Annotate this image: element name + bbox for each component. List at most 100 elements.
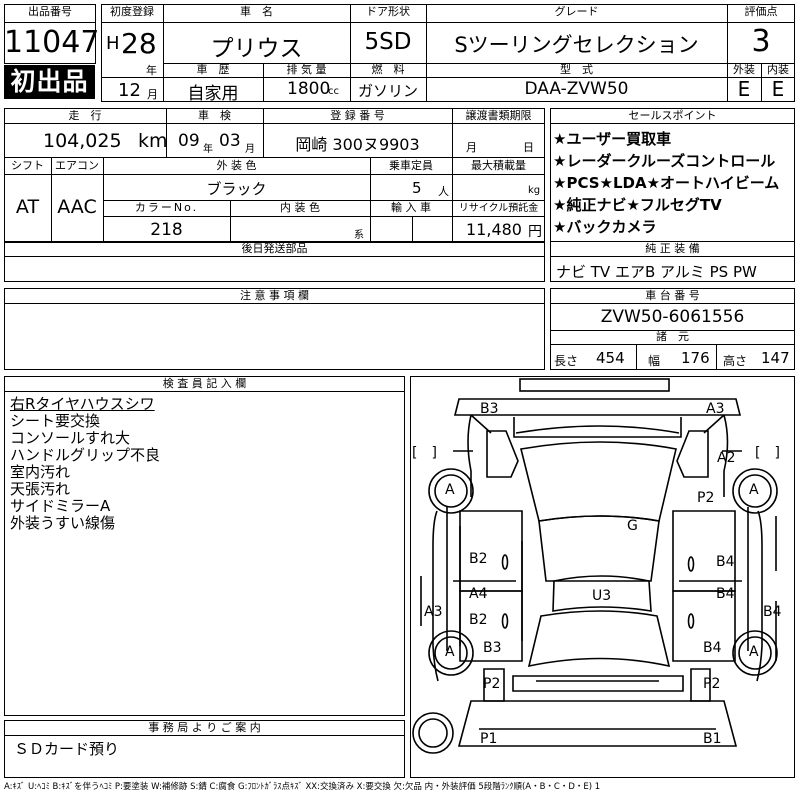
mileage-label: 走 行 — [68, 109, 102, 122]
remark-line: シート要交換 — [10, 412, 101, 430]
office-message: ＳＤカード預り — [14, 740, 120, 758]
header-grid — [101, 4, 795, 102]
dimensions-label: 諸 元 — [656, 330, 689, 343]
mark-a3-front-right: A3 — [706, 401, 725, 417]
notes-label: 注 意 事 項 欄 — [240, 289, 309, 302]
chassis-box — [550, 288, 795, 370]
mark-b3-front-left: B3 — [480, 401, 499, 417]
width-label: 幅 — [648, 354, 661, 368]
plate-label: 登 録 番 号 — [330, 109, 385, 122]
equipment-label: 純 正 装 備 — [645, 242, 700, 255]
inspector-remarks: 右Rタイヤハウスシワ シート要交換 コンソールすれ大 ハンドルグリップ不良 室内… — [10, 396, 160, 532]
displacement-label: 排 気 量 — [286, 63, 327, 76]
mark-b4-side-right: B4 — [763, 604, 782, 620]
mark-b3-rear-left: B3 — [483, 640, 502, 656]
mark-p1: P1 — [480, 731, 498, 747]
exterior-color: ブラック — [206, 180, 267, 198]
load-label: 最大積載量 — [471, 159, 526, 172]
sales-point: ★レーダークルーズコントロール — [553, 152, 776, 170]
reg-month-unit: 月 — [147, 88, 158, 101]
first-listing-badge: 初出品 — [4, 65, 95, 99]
mileage: 104,025 — [43, 130, 122, 152]
equipment-list: ナビ TV エアB アルミ PS PW — [556, 263, 757, 281]
capacity-unit: 人 — [438, 185, 449, 198]
transfer-label: 譲渡書類期限 — [465, 109, 532, 122]
interior-label: 内装 — [767, 63, 789, 76]
inspection-year-unit: 年 — [203, 144, 213, 155]
mark-u3-roof: U3 — [592, 588, 612, 604]
office-label: 事 務 局 よ り ご 案 内 — [148, 721, 261, 734]
sales-points: ★ユーザー買取車 ★レーダークルーズコントロール ★PCS★LDA★オートハイビ… — [553, 128, 793, 238]
ac-label: エアコン — [55, 159, 99, 172]
reg-year-unit: 年 — [146, 64, 157, 77]
displacement: 1800 — [287, 79, 331, 99]
remark-line: 天張汚れ — [10, 480, 71, 498]
office-box — [4, 720, 405, 778]
exterior-label: 外装 — [733, 63, 755, 76]
mark-b2-front-door: B2 — [469, 551, 488, 567]
recycle-fee: 11,480 — [466, 220, 522, 239]
bracket-right: [ ] — [755, 445, 780, 461]
car-history: 自家用 — [187, 84, 239, 104]
height-label: 高さ — [723, 354, 748, 368]
transfer-month: 月 — [466, 141, 477, 154]
grade-label: グレード — [554, 5, 599, 18]
mark-b4-rear-door-right: B4 — [716, 586, 735, 602]
import-label: 輸 入 車 — [391, 201, 431, 214]
model-code: DAA-ZVW50 — [524, 79, 629, 99]
inspector-box — [4, 376, 405, 716]
mark-p2-front-right: P2 — [697, 490, 715, 506]
sales-point: ★純正ナビ★フルセグTV — [553, 196, 722, 214]
remark-line: サイドミラーA — [10, 497, 111, 515]
interior-color-unit: 系 — [354, 230, 364, 241]
chassis-label: 車 台 番 号 — [645, 289, 700, 302]
recycle-unit: 円 — [528, 224, 542, 240]
damage-legend: A:ｷｽﾞ U:ﾍｺﾐ B:ｷｽﾞを伴うﾍｺﾐ P:要塗装 W:補修跡 S:錆 … — [4, 782, 601, 792]
mark-wheel-rear-right: A — [749, 644, 759, 660]
air-conditioner: AAC — [57, 196, 97, 218]
chassis-number: ZVW50-6061556 — [600, 307, 745, 327]
load-unit: kg — [528, 185, 541, 196]
mark-windshield-g: G — [627, 518, 638, 534]
length-value: 454 — [596, 349, 625, 367]
plate-number: 岡崎 300ヌ9903 — [295, 135, 420, 154]
mark-a3-side-left: A3 — [424, 604, 443, 620]
history-label: 車 歴 — [196, 63, 230, 76]
shift: AT — [15, 196, 40, 218]
car-diagram — [410, 376, 795, 778]
interior-grade: E — [771, 77, 785, 101]
lot-label: 出品番号 — [28, 5, 72, 18]
mark-b4-rear-right: B4 — [703, 640, 722, 656]
recycle-label: リサイクル預託金 — [458, 203, 539, 214]
mark-p2-rear-right: P2 — [703, 676, 721, 692]
inspection-label: 車 検 — [198, 109, 231, 122]
remark-line: 外装うすい線傷 — [10, 514, 116, 532]
score-label: 評価点 — [744, 5, 778, 18]
first-reg-label: 初度登録 — [110, 5, 154, 18]
sales-box — [550, 108, 795, 282]
lot-box — [4, 4, 96, 64]
parts-label: 後日発送部品 — [241, 242, 308, 255]
mileage-unit: km — [138, 130, 168, 152]
interior-color-label: 内 装 色 — [280, 201, 320, 214]
mark-wheel-rear-left: A — [445, 644, 455, 660]
sales-point: ★ユーザー買取車 — [553, 130, 672, 148]
mark-wheel-front-right: A — [749, 482, 759, 498]
color-number: 218 — [150, 220, 183, 240]
remark-line: 右Rタイヤハウスシワ — [10, 395, 155, 413]
mark-a4: A4 — [469, 586, 488, 602]
grade: Sツーリングセレクション — [454, 33, 699, 57]
remark-line: 室内汚れ — [10, 463, 71, 481]
capacity: 5 — [412, 179, 422, 197]
reg-era: H — [106, 33, 120, 54]
sales-label: セールスポイント — [628, 109, 717, 122]
mark-b1: B1 — [703, 731, 722, 747]
door-type: 5SD — [364, 29, 412, 55]
mark-a2: A2 — [717, 450, 736, 466]
car-name-label: 車 名 — [240, 5, 273, 18]
mark-b2-rear-door: B2 — [469, 612, 488, 628]
score: 3 — [751, 24, 771, 59]
sales-point: ★バックカメラ — [553, 218, 657, 236]
inspection-month-unit: 月 — [245, 144, 255, 155]
info-grid — [4, 108, 545, 242]
